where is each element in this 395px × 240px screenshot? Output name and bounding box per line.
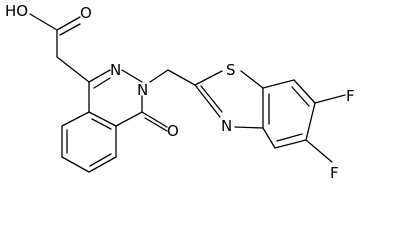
atom-label-ring-n1: N [110, 61, 121, 79]
atom-label-fluorine-bottom: F [330, 164, 339, 182]
bond-c6b-f [314, 94, 346, 104]
bond-n3-c3a [234, 126, 264, 129]
bond-c6-c5-inner [89, 153, 112, 167]
bond-c1-n1 [88, 69, 111, 83]
bond-c-o-double [56, 16, 81, 31]
bond-ch2-c2 [167, 69, 196, 86]
atom-label-thiazole-nitrogen: N [221, 117, 232, 135]
bond-lines [29, 13, 346, 173]
bond-c5b-c4-inner [276, 133, 303, 142]
bond-c6b-c5b [305, 102, 316, 141]
bond-c2-s [194, 70, 223, 86]
atom-label-fluorine-top: F [346, 87, 355, 105]
bond-n1-n2 [121, 69, 143, 83]
bond-ho-c [29, 13, 58, 31]
bond-c4-o [141, 111, 168, 128]
bond-c5b-f [305, 139, 333, 163]
bond-c7-c6 [61, 156, 90, 173]
chemical-structure: HO O N N O S N F F [5, 2, 355, 182]
bond-c4-c3a [262, 127, 276, 149]
bond-c7a-c7 [262, 79, 295, 89]
bond-s-c7a [240, 70, 264, 89]
atom-label-ketone-oxygen: O [167, 122, 179, 140]
bond-c4a-c8a [88, 111, 117, 127]
bond-ch2-c1 [56, 56, 90, 83]
bond-c2-n3 [194, 84, 221, 118]
bond-n2-ch2 [149, 69, 169, 83]
bond-c-o-double-inner [59, 23, 81, 36]
bond-c5b-c4 [274, 139, 307, 149]
bond-c4-c4a [115, 111, 143, 127]
bond-c4a-c8a-inner [91, 118, 112, 130]
bond-c7-c6b [293, 79, 316, 104]
atom-label-ring-n2: N [137, 81, 148, 99]
bond-c7-c6b-inner [291, 86, 310, 107]
bond-c2-n3-inner [200, 85, 223, 113]
atom-labels: HO O N N O S N F F [5, 2, 355, 182]
bond-c1-n1-inner [93, 77, 111, 89]
molecule-drawing: HO O N N O S N F F [5, 2, 355, 182]
bond-c4-o-inner [144, 117, 168, 132]
atom-label-carboxyl-oxygen: O [80, 4, 92, 22]
bond-c8a-c8 [61, 111, 90, 127]
atom-label-hydroxyl: HO [5, 2, 28, 20]
atom-label-thiazole-sulfur: S [226, 61, 236, 79]
bond-c6-c5 [88, 156, 117, 173]
